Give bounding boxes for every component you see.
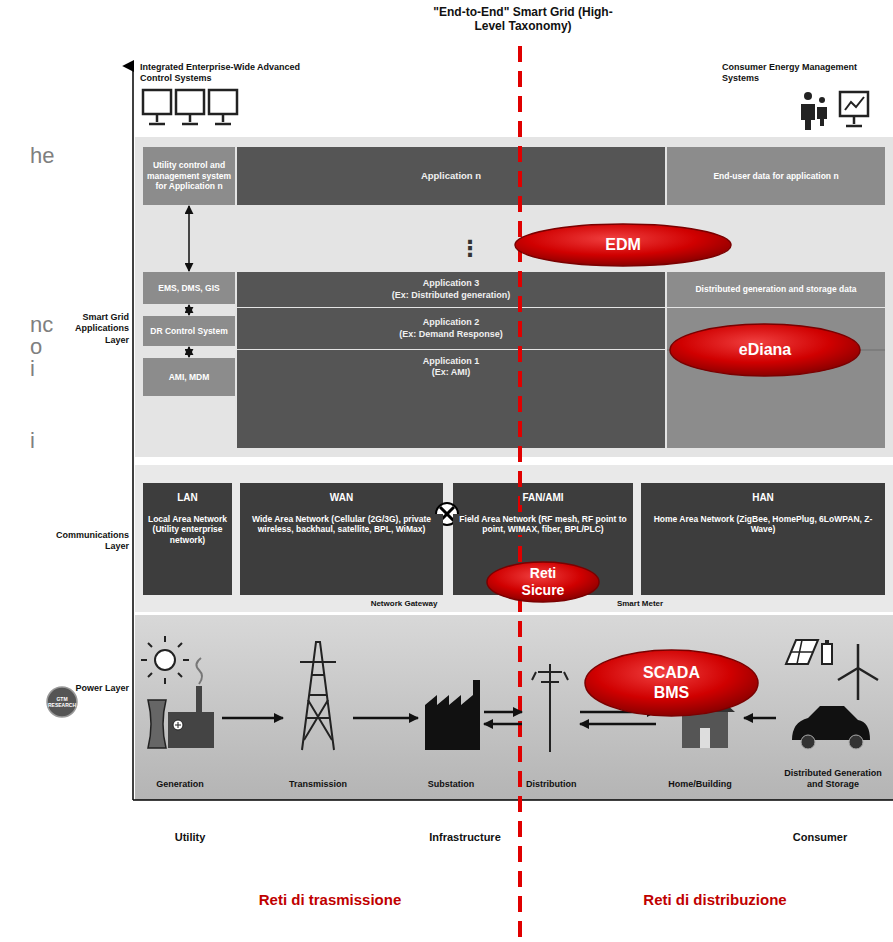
project-label: eDiana [737, 340, 793, 360]
axis-label: Consumer [765, 831, 875, 844]
diagram-title: "End-to-End" Smart Grid (High-Level Taxo… [423, 5, 623, 34]
device-label: Network Gateway [358, 599, 450, 609]
application-box: Application 2(Ex: Demand Response) [237, 308, 665, 349]
power-flow-arrow [353, 717, 418, 720]
network-description: Local Area Network (Utility enterprise n… [143, 514, 232, 546]
box-label: Distributed generation and storage data [693, 284, 858, 295]
project-oval: eDiana [668, 322, 862, 378]
project-label: SCADA BMS [637, 663, 707, 703]
network-description: Field Area Network (RF mesh, RF point to… [453, 514, 633, 535]
oval-shape [585, 650, 758, 716]
power-flow-arrow [222, 717, 283, 720]
axis-line [132, 66, 134, 800]
consumer-icon [801, 92, 868, 130]
box-label: (Ex: Demand Response) [397, 329, 505, 340]
network-description: Wide Area Network (Cellular (2G/3G), pri… [240, 514, 443, 535]
box-label: Generation [154, 779, 206, 790]
box-label: Application n [419, 170, 483, 182]
project-oval: EDM [513, 222, 733, 268]
layer-label: Communications Layer [51, 530, 131, 553]
box-label: AMI, MDM [167, 372, 212, 383]
axis-label: Infrastructure [405, 831, 525, 844]
control-link [188, 206, 190, 271]
data-box: End-user data for application n [667, 147, 885, 205]
box-label: (Ex: Distributed generation) [390, 290, 513, 301]
heading-label: Consumer Energy Management Systems [722, 62, 890, 84]
heading-label: Integrated Enterprise-Wide Advanced Cont… [140, 62, 315, 84]
system-box: Utility control and management system fo… [143, 147, 235, 205]
monitor-icon [143, 90, 237, 124]
box-label: Transmission [287, 779, 349, 790]
system-box: DR Control System [143, 316, 235, 346]
box-label: (Ex: AMI) [430, 367, 473, 378]
oval-shape [515, 224, 731, 266]
network-description: Home Area Network (ZigBee, HomePlug, 6Lo… [641, 514, 885, 535]
network-title: WAN [328, 492, 355, 505]
network-title: LAN [175, 492, 200, 505]
box-label: Utility control and management system fo… [143, 160, 235, 192]
network-box: WAN Wide Area Network (Cellular (2G/3G), … [240, 483, 443, 595]
box-label: Application 3 [421, 278, 482, 289]
control-link [188, 347, 190, 357]
clipped-text: i [30, 356, 70, 382]
axis-line [133, 799, 893, 801]
box-label: Substation [426, 779, 477, 790]
box-label: Application 2 [421, 317, 482, 328]
device-label: Smart Meter [604, 599, 676, 609]
network-region-label: Reti di distribuzione [610, 891, 820, 909]
power-flow-arrow [484, 711, 522, 714]
box-label: Distribution [524, 779, 578, 790]
box-label: Distributed Generation and Storage [778, 768, 888, 791]
system-box: EMS, DMS, GIS [143, 272, 235, 304]
power-flow-arrow [580, 723, 656, 726]
clipped-text: i [30, 428, 70, 454]
box-label: EMS, DMS, GIS [156, 283, 221, 294]
layer-label: Power Layer [51, 683, 131, 694]
box-label: Application 1 [421, 356, 482, 367]
logo-circle [47, 687, 77, 717]
box-label: Home/Building [666, 779, 734, 790]
axis-label: Utility [140, 831, 240, 844]
ellipsis-mark: ⋮ [455, 236, 485, 262]
application-box: Application n [237, 147, 665, 205]
oval-shape [487, 562, 599, 602]
oval-outline [583, 648, 760, 718]
network-box: HAN Home Area Network (ZigBee, HomePlug, … [641, 483, 885, 595]
network-title: FAN/AMI [520, 492, 565, 505]
application-box: Application 1(Ex: AMI) [237, 350, 665, 448]
network-box: LAN Local Area Network (Utility enterpris… [143, 483, 232, 595]
application-box: Application 3(Ex: Distributed generation… [237, 272, 665, 307]
project-oval: SCADA BMS [583, 648, 760, 718]
clipped-text: o [30, 334, 70, 360]
control-link [188, 305, 190, 315]
layer-label: Smart Grid Applications Layer [51, 312, 131, 346]
box-label: DR Control System [148, 326, 229, 337]
box-label: End-user data for application n [711, 171, 840, 182]
power-flow-arrow [744, 717, 776, 720]
project-oval: Reti Sicure [485, 560, 601, 604]
power-flow-arrow [484, 723, 522, 726]
network-title: HAN [750, 492, 776, 505]
system-box: AMI, MDM [143, 358, 235, 396]
project-label: Reti Sicure [513, 565, 573, 600]
project-label: EDM [603, 235, 643, 255]
network-region-label: Reti di trasmissione [230, 891, 430, 909]
clipped-text: he [30, 143, 70, 169]
data-box: Distributed generation and storage data [667, 272, 885, 307]
logo-text: GTM RESEARCH [47, 696, 77, 708]
application-region [667, 308, 885, 448]
layer-band: Power LayerGenerationTransmissionSubstat… [135, 615, 893, 800]
oval-shape [670, 324, 860, 376]
